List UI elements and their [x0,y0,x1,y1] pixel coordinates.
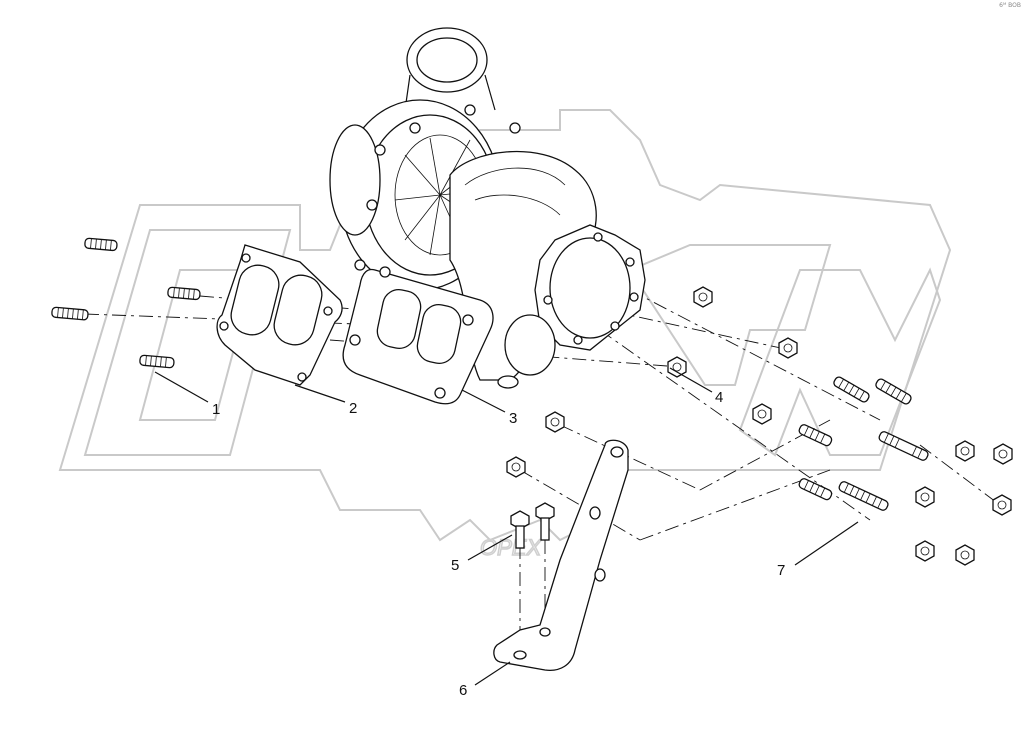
callout-labels: 1 2 3 4 5 6 7 [212,389,785,699]
callout-1: 1 [212,401,220,418]
callout-6: 6 [459,682,467,699]
corner-mark: 6ᴹ BOB [999,2,1021,9]
bolts-5 [510,502,555,549]
callout-5: 5 [451,557,459,574]
exhaust-flange-3 [342,266,494,405]
callout-2: 2 [349,400,357,417]
gasket-2 [216,244,343,386]
nuts-4 [506,286,798,478]
studs-7 [798,376,929,511]
leader-lines [154,367,859,686]
nuts-right [915,440,1013,566]
callout-3: 3 [509,410,517,427]
callout-7: 7 [777,562,785,579]
bracket-6 [493,439,629,671]
callout-4: 4 [715,389,723,406]
studs-1 [51,237,201,369]
